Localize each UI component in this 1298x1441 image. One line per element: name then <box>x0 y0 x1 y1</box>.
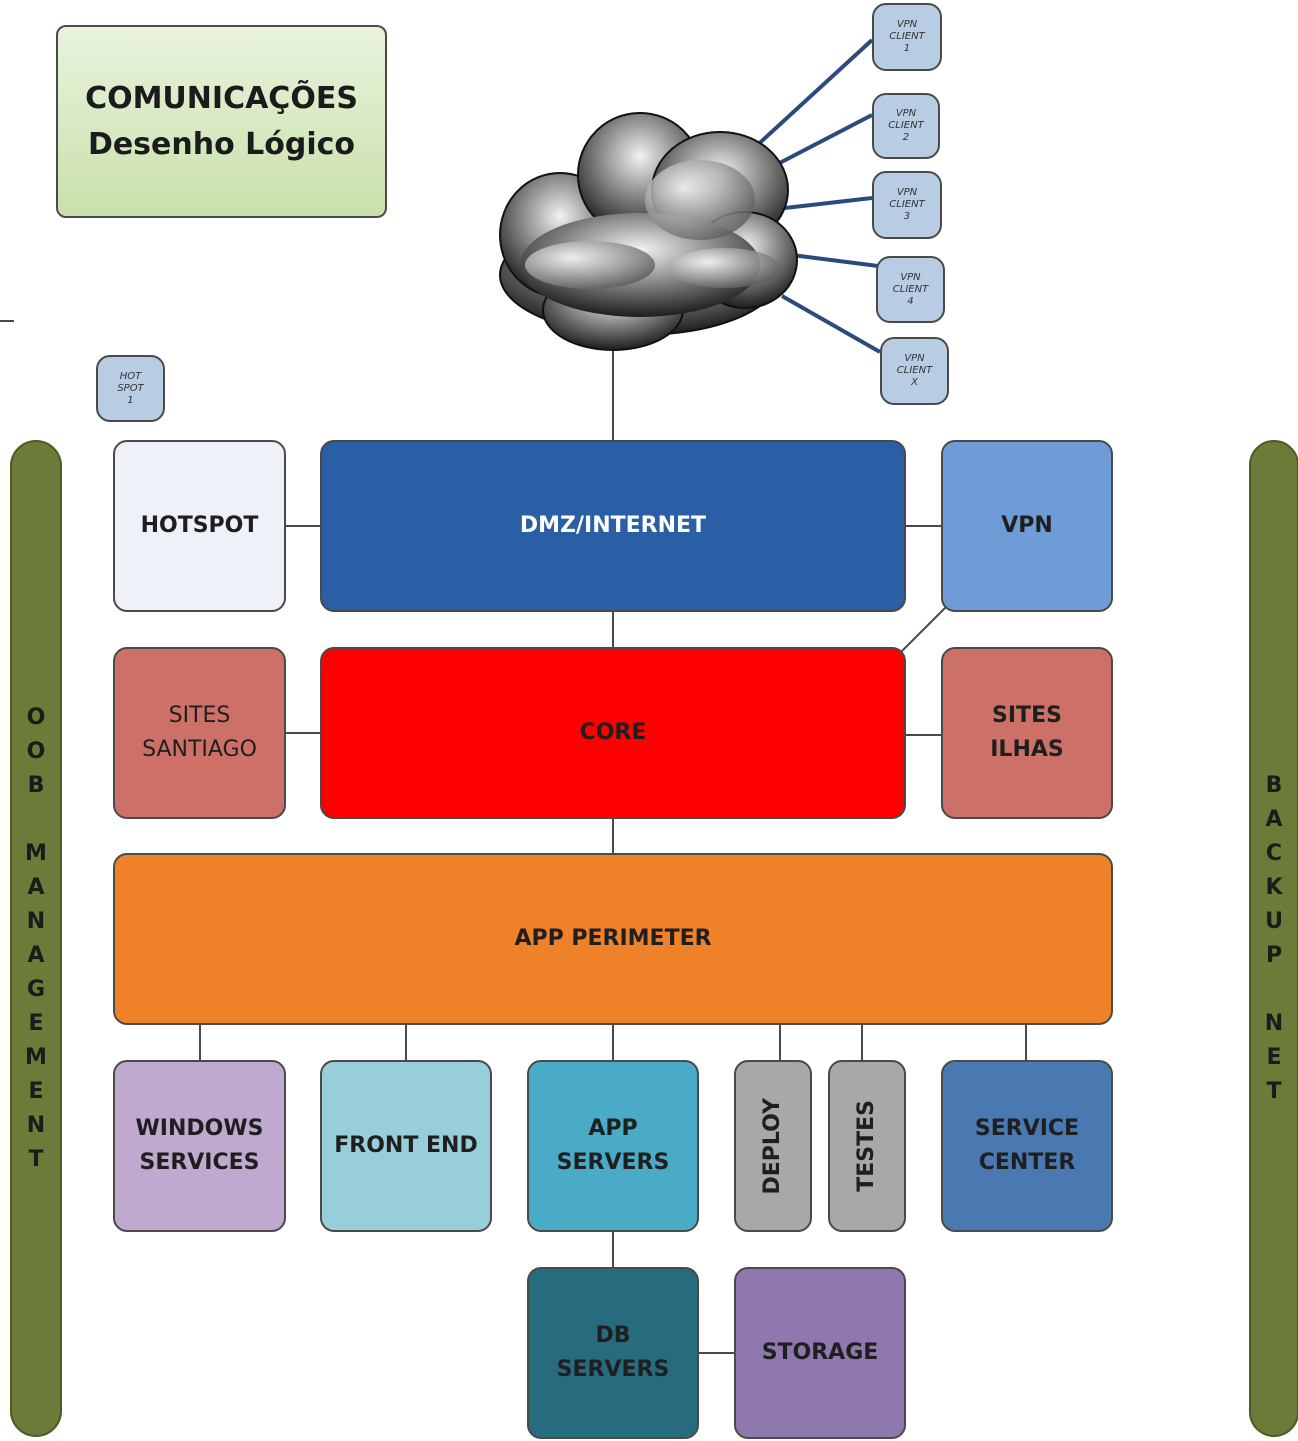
vpn-client-x: VPN CLIENT X <box>880 337 949 405</box>
oob-letter: B <box>27 772 45 798</box>
oob-letter: M <box>25 840 47 866</box>
storage-box: STORAGE <box>734 1267 906 1439</box>
oob-letter: O <box>26 738 46 764</box>
vpn-box: VPN <box>941 440 1113 612</box>
sites-ilhas-box: SITES ILHAS <box>941 647 1113 819</box>
app-perimeter-box: APP PERIMETER <box>113 853 1113 1025</box>
backup-letter: P <box>1265 942 1283 968</box>
hotspot-client-1: HOT SPOT 1 <box>96 355 165 422</box>
oob-letter: E <box>28 1010 44 1036</box>
hotspot-box: HOTSPOT <box>113 440 286 612</box>
oob-letter: N <box>26 1112 46 1138</box>
backup-letter: C <box>1265 840 1283 866</box>
oob-letter: A <box>27 874 45 900</box>
backup-letter: T <box>1266 1078 1282 1104</box>
service-center-box: SERVICE CENTER <box>941 1060 1113 1232</box>
vpn-client-2: VPN CLIENT 2 <box>872 93 940 159</box>
backup-letter: B <box>1265 772 1283 798</box>
oob-letter: N <box>26 908 46 934</box>
dmz-internet-box: DMZ/INTERNET <box>320 440 906 612</box>
front-end-box: FRONT END <box>320 1060 492 1232</box>
title-line-2: Desenho Lógico <box>87 126 356 162</box>
backup-letter: E <box>1266 1044 1282 1070</box>
backup-letter: A <box>1265 806 1283 832</box>
deploy-box: DEPLOY <box>734 1060 812 1232</box>
title-line-1: COMUNICAÇÕES <box>85 80 358 116</box>
backup-letter: N <box>1264 1010 1284 1036</box>
oob-letter: E <box>28 1078 44 1104</box>
vpn-client-1: VPN CLIENT 1 <box>872 3 942 71</box>
sites-santiago-box: SITES SANTIAGO <box>113 647 286 819</box>
vpn-client-links <box>750 38 881 354</box>
app-servers-box: APP SERVERS <box>527 1060 699 1232</box>
diagram-title: COMUNICAÇÕES Desenho Lógico <box>56 25 387 218</box>
db-servers-box: DB SERVERS <box>527 1267 699 1439</box>
oob-letter: G <box>26 976 46 1002</box>
backup-letter: U <box>1265 908 1283 934</box>
oob-letter: T <box>28 1146 44 1172</box>
vpn-core-link <box>897 604 949 656</box>
core-box: CORE <box>320 647 906 819</box>
vpn-client-3: VPN CLIENT 3 <box>872 171 942 239</box>
windows-services-box: WINDOWS SERVICES <box>113 1060 286 1232</box>
backup-letter: K <box>1265 874 1283 900</box>
oob-letter: M <box>25 1044 47 1070</box>
oob-letter: O <box>26 704 46 730</box>
internet-cloud-icon <box>499 112 798 351</box>
testes-box: TESTES <box>828 1060 906 1232</box>
oob-letter: A <box>27 942 45 968</box>
vpn-client-4: VPN CLIENT 4 <box>876 256 945 323</box>
